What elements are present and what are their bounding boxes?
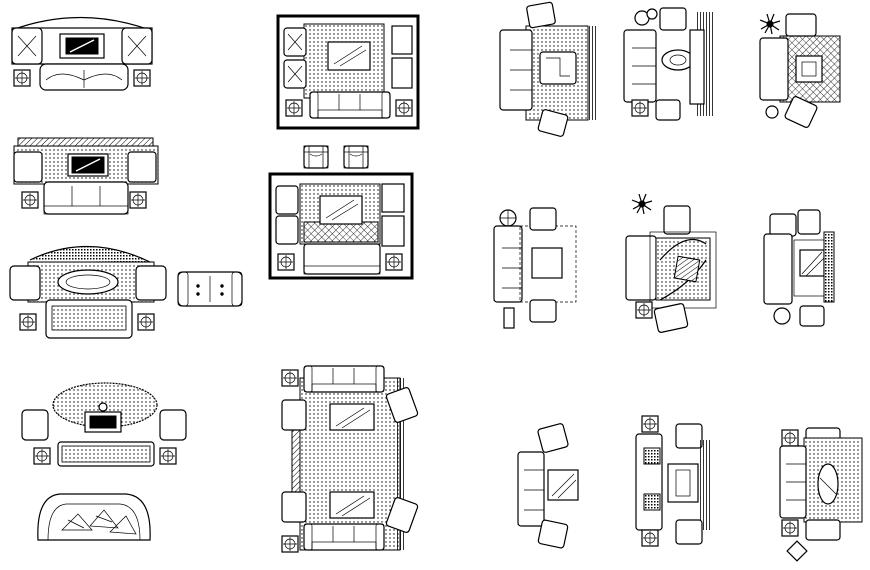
living-set-rug-table-left <box>13 137 159 215</box>
set-angled-rug-right-5 <box>625 193 717 333</box>
set-round-table-right-2 <box>623 7 714 121</box>
living-set-oval-rug <box>9 245 167 339</box>
set-oval-table-rug-right-9 <box>779 427 863 562</box>
room-plan-framed-1 <box>276 14 420 130</box>
set-fireplace-right-6 <box>763 209 835 327</box>
set-plant-rug-right-3 <box>759 13 841 128</box>
set-sofa-square-table-right-7 <box>517 423 579 549</box>
set-patterned-table-right-8 <box>635 415 712 547</box>
living-set-oval-table-cushions <box>21 382 187 467</box>
set-square-table-right-4 <box>493 207 577 329</box>
loveseat-standalone <box>177 271 243 307</box>
room-plan-framed-2-with-chairs <box>268 145 414 280</box>
large-room-two-tables <box>281 365 419 553</box>
set-rug-chair-right-1 <box>499 1 596 137</box>
living-set-sofa-table-top-left <box>11 16 153 91</box>
curved-sofa-pillows <box>37 493 151 541</box>
